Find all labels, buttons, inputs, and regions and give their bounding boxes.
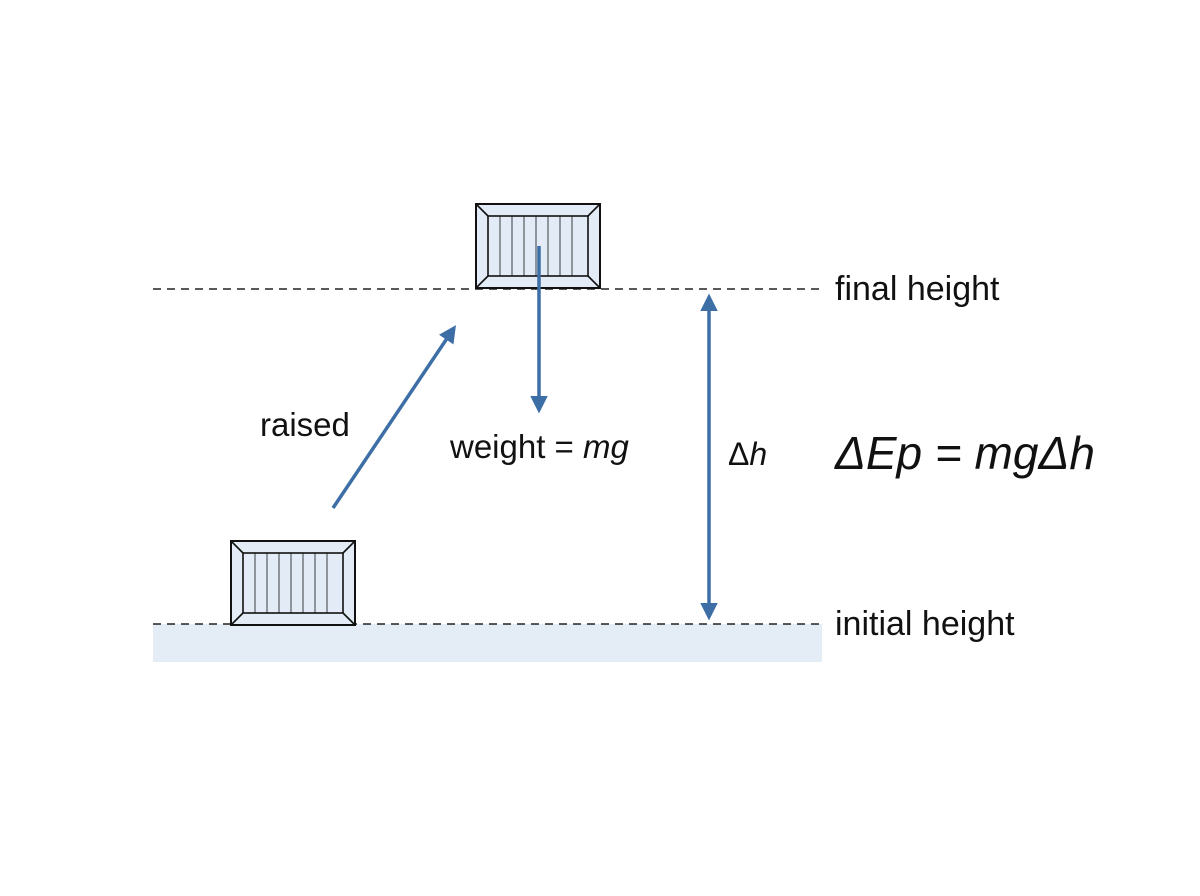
ground-strip <box>153 624 822 662</box>
potential-energy-equation: ΔEp = mgΔh <box>834 427 1095 479</box>
weight-label: weight = mg <box>449 428 629 465</box>
weight-label-symbol: mg <box>583 428 629 465</box>
raised-arrow-icon <box>331 325 456 509</box>
delta-h-delta: Δ <box>728 436 749 472</box>
delta-h-label: Δh <box>728 436 767 472</box>
final-height-label: final height <box>835 270 1000 308</box>
initial-height-label: initial height <box>835 605 1015 643</box>
weight-label-prefix: weight = <box>449 428 583 465</box>
box-initial-icon <box>230 540 356 626</box>
raised-label: raised <box>260 406 350 443</box>
delta-h-h: h <box>749 436 767 472</box>
